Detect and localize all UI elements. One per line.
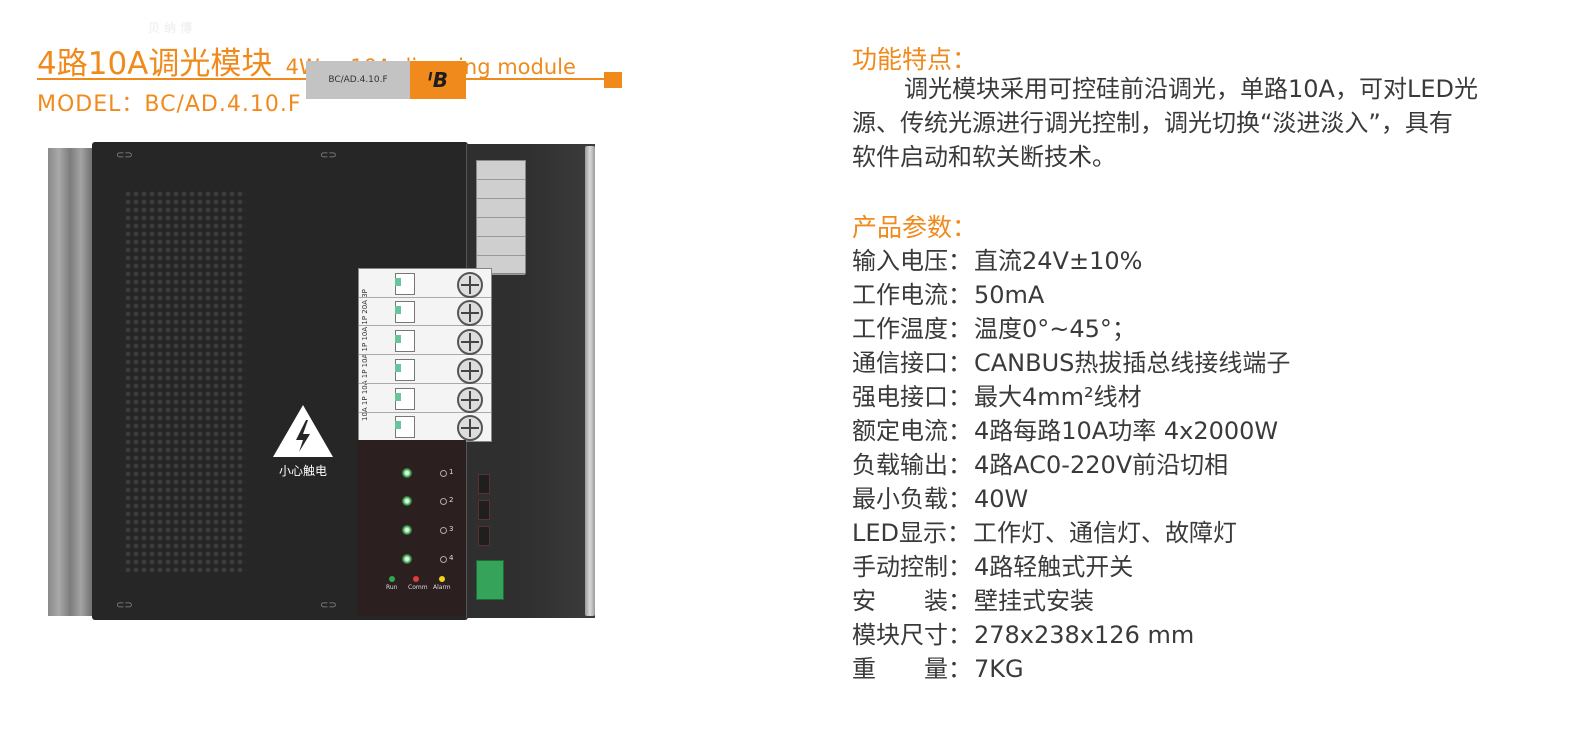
- channel-number: 2: [449, 496, 454, 504]
- breaker: [359, 355, 491, 384]
- spec-row: 工作温度：温度0°~45°；: [852, 312, 1564, 346]
- breaker: [359, 297, 491, 326]
- channel-button-icon: [402, 554, 412, 564]
- run-led-icon: [389, 576, 395, 582]
- breaker: [359, 269, 491, 298]
- spec-key: 通信接口：: [852, 349, 972, 377]
- spec-row: 模块尺寸：278x238x126 mm: [852, 618, 1564, 652]
- spec-value: 50mA: [974, 281, 1045, 309]
- channel-button-icon: [402, 496, 412, 506]
- warning-text: 小心触电: [278, 464, 327, 478]
- terminal-screw-icon: [457, 300, 483, 326]
- channel-number: 4: [449, 554, 454, 562]
- channel-indicator-icon: [440, 470, 447, 477]
- ventilation-grid: [124, 190, 246, 572]
- screw-icon: ⊂⊃: [320, 600, 337, 611]
- side-edge: [585, 146, 595, 616]
- spec-value: 壁挂式安装: [974, 587, 1094, 615]
- features-line: 调光模块采用可控硅前沿调光，单路10A，可对LED光: [904, 75, 1478, 103]
- features-title: 功能特点：: [852, 45, 978, 74]
- canbus-connector: [476, 560, 504, 600]
- channel-number: 1: [449, 468, 454, 476]
- spec-key: 负载输出：: [852, 451, 972, 479]
- spec-row: 负载输出：4路AC0-220V前沿切相: [852, 448, 1564, 482]
- brand-mark: 贝纳博: [148, 21, 197, 35]
- spec-value: 最大4mm²线材: [974, 383, 1142, 411]
- alarm-led-icon: [439, 576, 445, 582]
- spec-value: 温度0°~45°；: [974, 315, 1136, 343]
- spec-key: 输入电压：: [852, 247, 972, 275]
- terminal-screw-icon: [457, 387, 483, 413]
- circuit-breakers: 10A 1P 10A 1P 10A 1P 10A 1P 20A 3P: [358, 268, 492, 442]
- spec-value: 40W: [974, 485, 1029, 513]
- spec-row: 输入电压：直流24V±10%: [852, 244, 1564, 278]
- params-title: 产品参数：: [852, 213, 978, 242]
- features-line: 软件启动和软关断技术。: [852, 143, 1116, 171]
- spec-row: LED显示：工作灯、通信灯、故障灯: [852, 516, 1564, 550]
- spec-row: 手动控制：4路轻触式开关: [852, 550, 1564, 584]
- model-number: MODEL：BC/AD.4.10.F: [37, 92, 302, 117]
- spec-key: 额定电流：: [852, 417, 972, 445]
- terminal-screw-icon: [457, 358, 483, 384]
- spec-row: 强电接口：最大4mm²线材: [852, 380, 1564, 414]
- spec-row: 通信接口：CANBUS热拔插总线接线端子: [852, 346, 1564, 380]
- channel-indicator-icon: [440, 498, 447, 505]
- spec-key: 安 装：: [852, 587, 972, 615]
- channel-button-icon: [402, 525, 412, 535]
- spec-value: 直流24V±10%: [974, 247, 1143, 275]
- spec-row: 额定电流：4路每路10A功率 4x2000W: [852, 414, 1564, 448]
- features-description: 调光模块采用可控硅前沿调光，单路10A，可对LED光 源、传统光源进行调光控制，…: [852, 72, 1564, 174]
- spec-key: 模块尺寸：: [852, 621, 972, 649]
- title-accent-square: [604, 72, 622, 88]
- breaker: [359, 412, 491, 441]
- channel-button-icon: [402, 468, 412, 478]
- spec-key: 工作电流：: [852, 281, 972, 309]
- spec-value: CANBUS热拔插总线接线端子: [974, 349, 1291, 377]
- slot-icon: [478, 474, 490, 494]
- spec-key: 强电接口：: [852, 383, 972, 411]
- terminal-screw-icon: [457, 415, 483, 441]
- terminal-strip: [476, 160, 526, 275]
- channel-number: 3: [449, 525, 454, 533]
- spec-value: 4路每路10A功率 4x2000W: [974, 417, 1279, 445]
- slot-icon: [478, 526, 490, 546]
- product-title-cn: 4路10A调光模块: [37, 46, 273, 82]
- led-label-alarm: Alarm: [433, 584, 451, 591]
- led-label-comm: Comm: [408, 584, 428, 591]
- breaker: [359, 326, 491, 355]
- slot-icon: [478, 500, 490, 520]
- spec-list: 输入电压：直流24V±10% 工作电流：50mA 工作温度：温度0°~45°； …: [852, 244, 1564, 686]
- spec-value: 4路轻触式开关: [974, 553, 1134, 581]
- spec-key: 手动控制：: [852, 553, 972, 581]
- spec-key: LED显示：: [852, 519, 972, 547]
- channel-indicator-icon: [440, 556, 447, 563]
- spec-key: 工作温度：: [852, 315, 972, 343]
- spec-value: 4路AC0-220V前沿切相: [974, 451, 1229, 479]
- screw-icon: ⊂⊃: [320, 150, 337, 161]
- spec-row: 安 装：壁挂式安装: [852, 584, 1564, 618]
- channel-indicator-icon: [440, 527, 447, 534]
- spec-value: 工作灯、通信灯、故障灯: [973, 519, 1238, 547]
- spec-value: 7KG: [974, 655, 1024, 683]
- high-voltage-warning-icon: [273, 405, 333, 457]
- comm-led-icon: [413, 576, 419, 582]
- brand-logo-icon: ᴵB: [410, 61, 466, 99]
- spec-value: 278x238x126 mm: [974, 621, 1195, 649]
- terminal-screw-icon: [457, 272, 483, 298]
- screw-icon: ⊂⊃: [116, 150, 133, 161]
- screw-icon: ⊂⊃: [116, 600, 133, 611]
- spec-key: 最小负载：: [852, 485, 972, 513]
- led-label-run: Run: [386, 584, 398, 591]
- terminal-screw-icon: [457, 329, 483, 355]
- spec-key: 重 量：: [852, 655, 972, 683]
- spec-row: 重 量：7KG: [852, 652, 1564, 686]
- model-label-plate: BC/AD.4.10.F: [306, 61, 410, 99]
- mounting-rail: [48, 148, 92, 616]
- spec-row: 工作电流：50mA: [852, 278, 1564, 312]
- control-panel: [358, 440, 466, 616]
- features-line: 源、传统光源进行调光控制，调光切换“淡进淡入”，具有: [852, 109, 1453, 137]
- breaker: [359, 384, 491, 413]
- spec-row: 最小负载：40W: [852, 482, 1564, 516]
